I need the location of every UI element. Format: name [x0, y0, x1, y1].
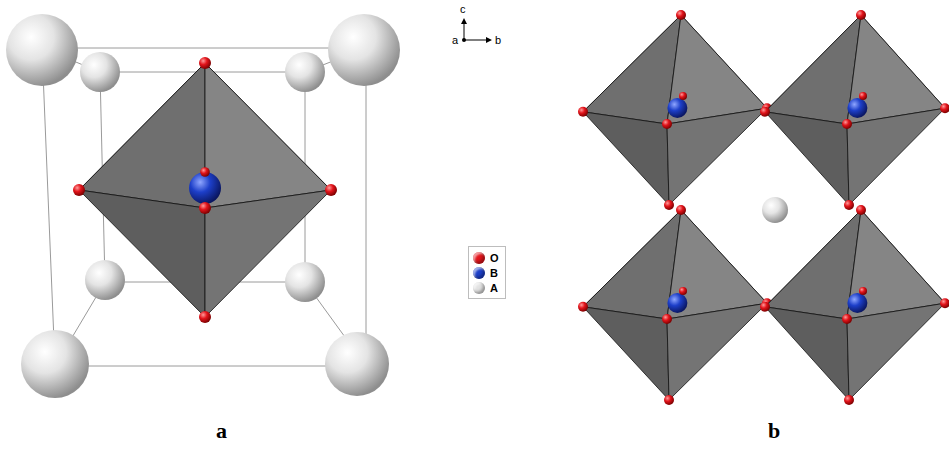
panel-caption: b — [768, 420, 780, 442]
octahedron-face — [765, 307, 849, 400]
a-site-atom — [328, 14, 400, 86]
b-site-atom — [847, 98, 867, 118]
legend-row: A — [473, 280, 499, 295]
octahedron-face — [847, 303, 945, 400]
octahedron-face — [583, 112, 669, 205]
octahedron-face — [667, 210, 767, 319]
axis-label: c — [460, 4, 466, 15]
octahedron-face — [667, 15, 767, 124]
oxygen-atom — [844, 395, 854, 405]
oxygen-atom — [856, 10, 866, 20]
oxygen-atom — [859, 92, 867, 100]
a-site-atom — [285, 262, 325, 302]
oxygen-atom — [200, 167, 210, 177]
oxygen-atom — [856, 205, 866, 215]
oxygen-atom — [73, 184, 85, 196]
panel-caption: a — [216, 420, 227, 442]
octahedron-face — [205, 190, 331, 317]
oxygen-atom — [578, 107, 588, 117]
cell-edge — [366, 48, 367, 366]
b-site-atom — [667, 293, 687, 313]
oxygen-atom — [199, 57, 211, 69]
octahedron-face — [847, 210, 945, 319]
legend-label: A — [490, 282, 498, 294]
oxygen-atom — [760, 302, 770, 312]
axis-arrowhead — [461, 18, 492, 43]
oxygen-atom — [578, 302, 588, 312]
octahedron-face — [583, 210, 681, 319]
legend-swatch — [473, 252, 485, 264]
oxygen-atom — [679, 92, 687, 100]
octahedron-face — [79, 190, 205, 317]
a-site-atom — [6, 14, 78, 86]
oxygen-atom — [676, 205, 686, 215]
axis-origin — [462, 38, 466, 42]
b-site-atom — [847, 293, 867, 313]
oxygen-atom — [199, 202, 211, 214]
oxygen-atom — [664, 200, 674, 210]
a-site-atom — [325, 332, 389, 396]
oxygen-atom — [940, 103, 949, 113]
oxygen-atom — [662, 119, 672, 129]
a-site-atom — [285, 52, 325, 92]
oxygen-atom — [325, 184, 337, 196]
a-site-atom — [85, 260, 125, 300]
legend-box: OBA — [468, 246, 506, 299]
oxygen-atom — [859, 287, 867, 295]
octahedron-face — [79, 63, 205, 208]
octahedron-face — [583, 15, 681, 124]
oxygen-atom — [844, 200, 854, 210]
octahedron-face — [765, 210, 861, 319]
oxygen-atom — [199, 311, 211, 323]
legend-swatch — [473, 267, 485, 279]
oxygen-atom — [662, 314, 672, 324]
b-site-atom — [667, 98, 687, 118]
axis-label: a — [452, 35, 458, 46]
legend-row: O — [473, 250, 499, 265]
legend-label: B — [490, 267, 498, 279]
legend-label: O — [490, 252, 499, 264]
oxygen-atom — [676, 10, 686, 20]
a-site-atom — [21, 330, 89, 398]
octahedron-face — [667, 108, 767, 205]
octahedron-face — [765, 15, 861, 124]
octahedron-face — [667, 303, 767, 400]
octahedron-face — [205, 63, 331, 208]
oxygen-atom — [842, 314, 852, 324]
a-site-atom — [762, 197, 788, 223]
cell-edge — [55, 366, 366, 367]
oxygen-atom — [940, 298, 949, 308]
b-site-atom — [189, 172, 221, 204]
cell-edge — [42, 48, 366, 49]
a-site-atom — [80, 52, 120, 92]
cell-edge — [42, 48, 55, 366]
octahedron-face — [847, 108, 945, 205]
oxygen-atom — [842, 119, 852, 129]
oxygen-atom — [664, 395, 674, 405]
oxygen-atom — [760, 107, 770, 117]
axis-label: b — [495, 35, 501, 46]
legend-swatch — [473, 282, 485, 294]
legend-row: B — [473, 265, 499, 280]
oxygen-atom — [679, 287, 687, 295]
octahedron-face — [765, 112, 849, 205]
octahedron-face — [583, 307, 669, 400]
axis-line — [464, 21, 489, 40]
octahedron-face — [847, 15, 945, 124]
